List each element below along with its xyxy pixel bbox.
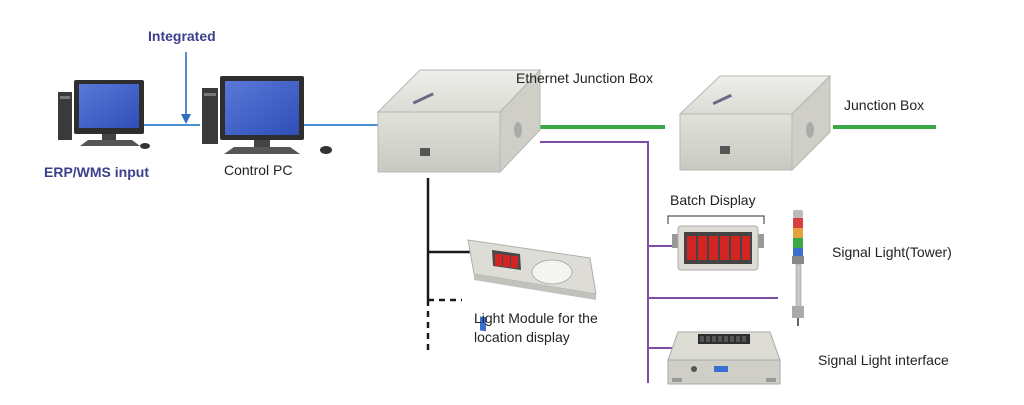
integrated-arrow <box>181 52 191 124</box>
batch-bus-line <box>540 141 649 383</box>
ethernet-junction-box-label: Ethernet Junction Box <box>516 70 653 86</box>
batch-display-icon <box>672 225 764 271</box>
erp-computer-icon <box>58 80 150 149</box>
signal-light-interface-label: Signal Light interface <box>818 352 949 368</box>
junction-box-label: Junction Box <box>844 97 925 113</box>
batch-display-bracket <box>667 215 765 224</box>
erp-wms-input-label: ERP/WMS input <box>44 164 149 180</box>
integrated-label: Integrated <box>148 28 216 44</box>
ethernet-junction-box-icon <box>376 68 542 174</box>
signal-light-tower-icon <box>792 210 804 326</box>
junction-box-icon <box>678 74 832 172</box>
batch-display-label: Batch Display <box>670 192 756 208</box>
control-pc-icon <box>202 76 332 154</box>
light-module-icon <box>467 239 597 332</box>
connection-lines <box>140 124 936 383</box>
control-pc-label: Control PC <box>224 162 293 178</box>
signal-light-tower-label: Signal Light(Tower) <box>832 244 952 260</box>
light-module-label: Light Module for the location display <box>474 310 598 345</box>
signal-light-interface-icon <box>667 331 781 385</box>
